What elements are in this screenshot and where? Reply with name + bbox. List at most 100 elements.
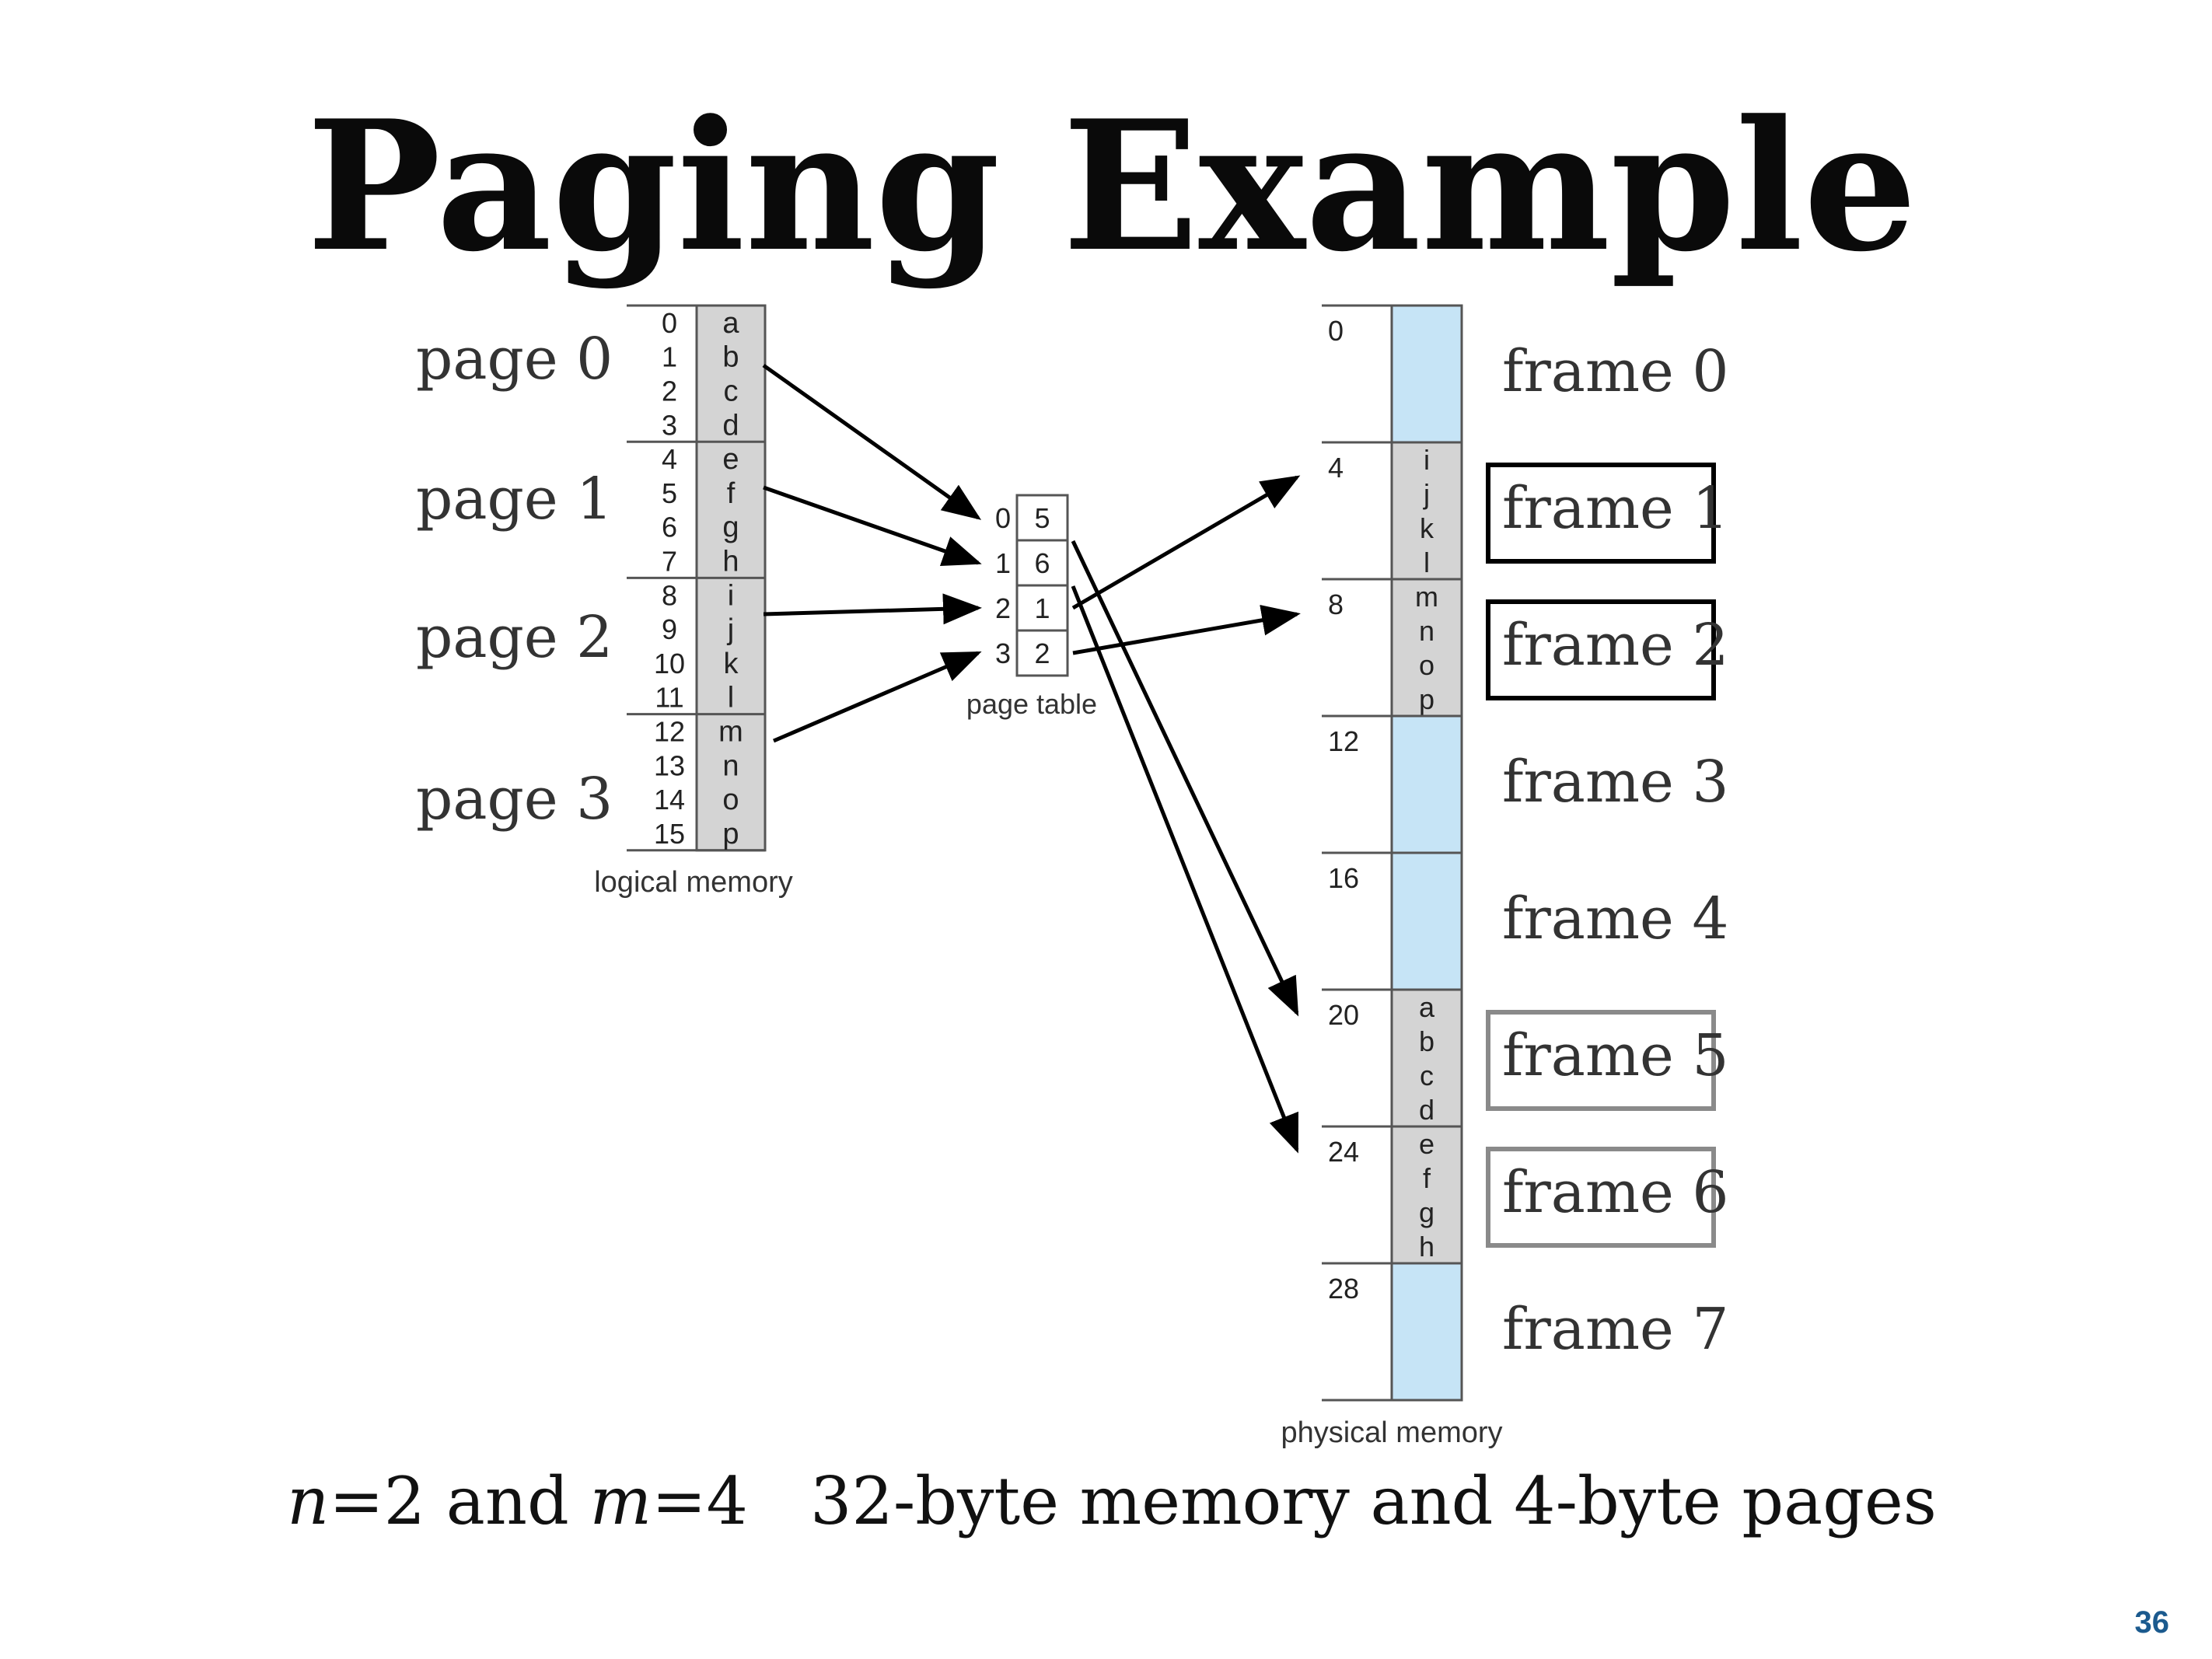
physical-memory-label: physical memory — [1281, 1416, 1502, 1449]
logical-byte: b — [722, 341, 739, 374]
page-table-cell — [1015, 629, 1069, 677]
frame-address: 12 — [1328, 725, 1359, 757]
page-title: Paging Example — [306, 82, 1917, 292]
logical-byte: c — [724, 375, 739, 408]
physical-byte: f — [1423, 1162, 1431, 1194]
caption-m: m — [589, 1463, 652, 1539]
physical-byte: e — [1419, 1128, 1434, 1160]
page-table-index: 0 — [995, 502, 1011, 534]
physical-byte: h — [1419, 1231, 1434, 1263]
logical-address: 5 — [662, 477, 677, 509]
physical-byte: d — [1419, 1094, 1434, 1126]
logical-address: 0 — [662, 307, 677, 339]
caption-rest: 32-byte memory and 4-byte pages — [810, 1463, 1937, 1539]
page-table-cell — [1015, 539, 1069, 587]
frame-address: 8 — [1328, 589, 1344, 620]
frame-address: 16 — [1328, 862, 1359, 894]
logical-address: 1 — [662, 341, 677, 373]
page-table-cell — [1015, 494, 1069, 542]
logical-address: 14 — [654, 784, 685, 816]
frame-label: frame 3 — [1502, 749, 1728, 816]
logical-byte: h — [722, 546, 739, 578]
logical-byte: g — [722, 512, 739, 544]
frame-address: 28 — [1328, 1273, 1359, 1304]
caption-n: n — [287, 1463, 329, 1539]
physical-byte: p — [1419, 683, 1434, 715]
physical-byte: l — [1424, 547, 1430, 578]
logical-address: 8 — [662, 579, 677, 611]
physical-byte: j — [1423, 478, 1430, 510]
logical-byte: e — [722, 443, 739, 476]
frame-address: 4 — [1328, 452, 1344, 484]
frame-label: frame 2 — [1502, 612, 1728, 679]
logical-address: 15 — [654, 818, 685, 850]
physical-byte: m — [1415, 581, 1438, 613]
table-to-frame-arrow — [1071, 475, 1301, 610]
logical-address: 11 — [655, 682, 683, 714]
frame-highlight-box — [1486, 463, 1716, 564]
physical-frame-cell — [1390, 988, 1463, 1128]
logical-byte: d — [722, 409, 739, 442]
logical-byte: f — [727, 477, 736, 510]
page-table-frame: 2 — [1034, 637, 1050, 669]
table-to-frame-arrow — [1071, 585, 1299, 1154]
frame-label: frame 6 — [1502, 1159, 1728, 1226]
physical-byte: c — [1420, 1060, 1434, 1091]
caption: n=2 and m=4 32-byte memory and 4-byte pag… — [287, 1463, 1937, 1539]
page-table-index: 2 — [995, 592, 1011, 624]
table-to-frame-arrow — [1072, 604, 1301, 655]
logical-byte: m — [718, 716, 743, 749]
caption-n-eq: =2 and — [329, 1463, 589, 1539]
physical-frame-cell — [1390, 441, 1463, 581]
frame-address: 24 — [1328, 1136, 1359, 1168]
logical-memory-label: logical memory — [594, 866, 793, 899]
logical-byte: l — [728, 682, 734, 714]
logical-address: 7 — [662, 546, 677, 578]
frame-address: 0 — [1328, 315, 1344, 347]
page-label: page 2 — [416, 604, 613, 671]
page-table-index: 1 — [995, 547, 1011, 579]
physical-byte: o — [1419, 649, 1434, 681]
page-to-table-arrow — [763, 593, 982, 625]
slide-page-number: 36 — [2135, 1605, 2170, 1640]
frame-label: frame 7 — [1502, 1296, 1728, 1363]
logical-byte: j — [727, 613, 734, 646]
physical-byte: b — [1419, 1025, 1434, 1057]
caption-m-eq: =4 — [652, 1463, 748, 1539]
frame-highlight-box — [1486, 599, 1716, 700]
physical-byte: a — [1419, 991, 1435, 1023]
logical-address: 6 — [662, 512, 677, 543]
logical-address: 10 — [654, 648, 685, 679]
physical-frame-cell — [1390, 1262, 1463, 1402]
physical-frame-cell — [1390, 714, 1463, 854]
logical-byte: k — [724, 648, 739, 680]
page-label: page 1 — [416, 466, 613, 533]
page-table-index: 3 — [995, 637, 1011, 669]
page-to-table-arrow — [762, 363, 982, 520]
frame-label: frame 4 — [1502, 885, 1728, 952]
frame-highlight-box — [1486, 1010, 1716, 1111]
page-table-label: page table — [966, 688, 1097, 720]
physical-byte: i — [1424, 444, 1430, 476]
logical-byte: a — [722, 307, 739, 340]
page-to-table-arrow — [763, 485, 982, 566]
page-table-frame: 5 — [1034, 502, 1050, 534]
page-label: page 3 — [416, 766, 613, 833]
frame-label: frame 5 — [1502, 1022, 1728, 1089]
frame-label: frame 1 — [1502, 475, 1728, 542]
logical-address: 13 — [654, 749, 685, 781]
physical-frame-cell — [1390, 304, 1463, 444]
physical-frame-cell — [1390, 578, 1463, 718]
physical-byte: k — [1420, 512, 1434, 544]
logical-byte: p — [722, 818, 739, 850]
physical-byte: g — [1419, 1196, 1434, 1228]
page-table-frame: 6 — [1034, 547, 1050, 579]
table-to-frame-arrow — [1071, 540, 1299, 1017]
logical-address: 9 — [662, 613, 677, 645]
logical-address: 2 — [662, 375, 677, 407]
physical-frame-cell — [1390, 851, 1463, 991]
page-table-frame: 1 — [1034, 592, 1050, 624]
